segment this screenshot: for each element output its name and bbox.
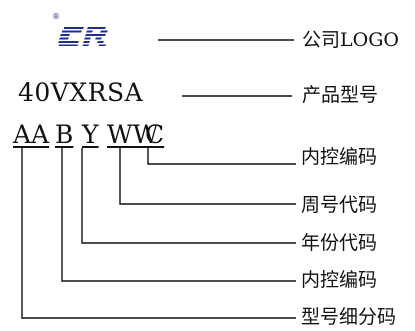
label-internal-code-1: 内控编码 xyxy=(301,146,378,168)
logo-label: 公司LOGO xyxy=(302,29,399,51)
cr-logo-icon xyxy=(58,27,108,46)
code-segment-ww: WW xyxy=(107,120,159,149)
label-week-code: 周号代码 xyxy=(301,194,378,216)
label-model-subdivision-code: 型号细分码 xyxy=(301,306,397,328)
model-label: 产品型号 xyxy=(302,84,379,106)
registered-mark: ® xyxy=(52,12,60,21)
code-segment-aa: AA xyxy=(13,120,50,149)
leader-aa xyxy=(21,148,296,319)
leader-c xyxy=(147,148,296,165)
label-year-code: 年份代码 xyxy=(301,232,378,254)
company-logo: ® xyxy=(52,12,122,48)
code-segment-c: C xyxy=(145,120,165,149)
leader-ww xyxy=(119,148,296,205)
code-segment-y: Y xyxy=(82,120,99,149)
label-internal-code-2: 内控编码 xyxy=(301,269,378,291)
code-segment-b: B xyxy=(55,120,74,149)
leader-y xyxy=(81,148,296,244)
model-number: 40VXRSA xyxy=(18,78,144,107)
leader-b xyxy=(61,148,296,282)
